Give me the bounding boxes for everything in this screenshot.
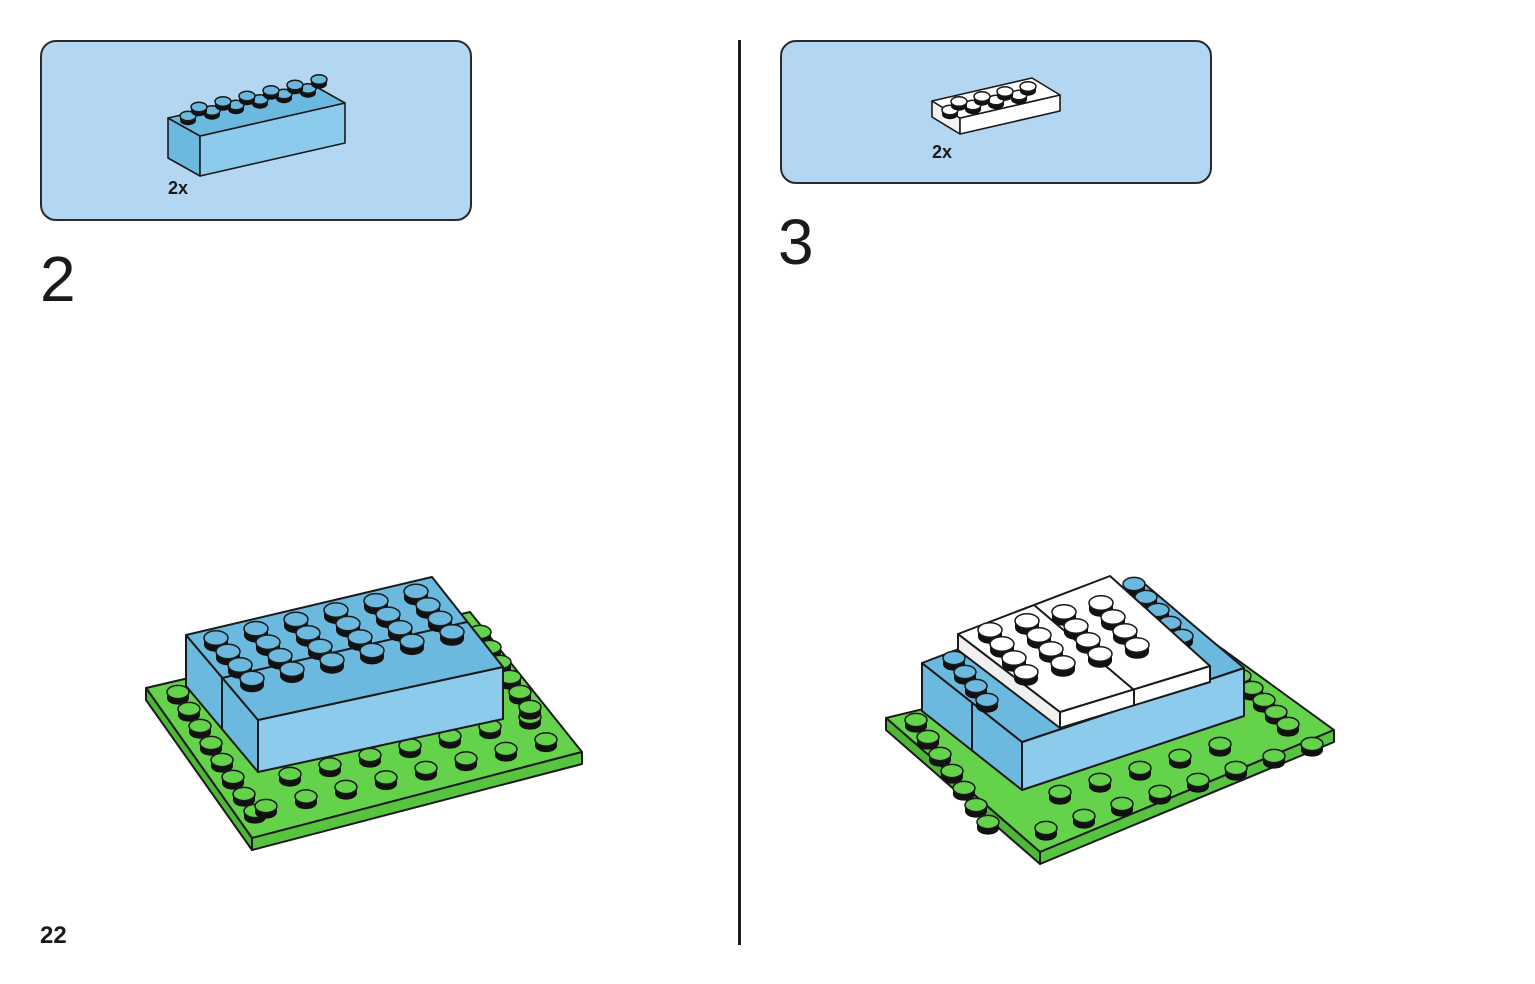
stud xyxy=(232,786,256,807)
page-divider xyxy=(738,40,741,945)
stud xyxy=(1252,692,1276,713)
stud xyxy=(1186,772,1210,793)
stud xyxy=(166,684,190,705)
stud xyxy=(950,95,968,111)
step-number: 3 xyxy=(778,206,814,278)
stud xyxy=(374,770,398,791)
stud xyxy=(286,79,304,95)
stud xyxy=(267,647,293,670)
stud xyxy=(1110,796,1134,817)
stud xyxy=(1124,637,1150,659)
stud xyxy=(454,751,478,772)
stud xyxy=(518,699,542,720)
stud xyxy=(916,729,940,750)
stud xyxy=(334,779,358,800)
stud xyxy=(177,701,201,722)
stud xyxy=(427,610,453,633)
step-number: 2 xyxy=(40,243,76,315)
stud xyxy=(254,798,278,819)
stud xyxy=(1019,80,1037,96)
stud xyxy=(1087,646,1113,668)
stud xyxy=(494,741,518,762)
stud xyxy=(976,814,1000,835)
stud xyxy=(415,597,441,619)
stud xyxy=(1276,716,1300,737)
part-quantity: 2x xyxy=(168,178,189,198)
stud xyxy=(1001,650,1027,672)
stud xyxy=(975,692,999,713)
stud xyxy=(1088,772,1112,793)
stud xyxy=(399,633,425,656)
stud xyxy=(989,636,1015,658)
part-quantity: 2x xyxy=(932,142,953,162)
stud xyxy=(294,789,318,810)
stud xyxy=(278,766,302,787)
page-number: 22 xyxy=(40,922,67,949)
stud xyxy=(262,84,280,100)
stud xyxy=(1034,820,1058,841)
stud xyxy=(1051,604,1077,626)
stud xyxy=(1014,613,1040,635)
stud xyxy=(1208,736,1232,757)
stud xyxy=(928,746,952,767)
stud xyxy=(319,651,345,674)
stud xyxy=(318,757,342,778)
stud xyxy=(279,661,305,683)
stud xyxy=(439,624,465,646)
stud xyxy=(996,85,1014,101)
stud xyxy=(210,752,234,773)
stud xyxy=(1224,760,1248,781)
stud xyxy=(214,95,232,111)
stud xyxy=(221,769,245,790)
stud xyxy=(1013,664,1039,686)
stud xyxy=(1100,609,1126,631)
stud xyxy=(199,735,223,756)
stud xyxy=(964,797,988,818)
stud xyxy=(1148,784,1172,805)
stud xyxy=(1300,736,1324,757)
stud xyxy=(973,90,991,106)
stud xyxy=(940,763,964,784)
stud xyxy=(188,718,212,739)
stud xyxy=(283,611,309,634)
stud xyxy=(1128,760,1152,781)
stud xyxy=(952,780,976,801)
stud xyxy=(1072,808,1096,829)
stud xyxy=(358,747,382,768)
stud xyxy=(203,630,229,652)
stud xyxy=(190,101,208,117)
stud xyxy=(1168,748,1192,769)
stud xyxy=(1050,655,1076,677)
stud xyxy=(534,732,558,753)
stud xyxy=(1262,748,1286,769)
stud xyxy=(1048,784,1072,805)
stud xyxy=(904,712,928,733)
stud xyxy=(359,642,385,665)
stud xyxy=(238,90,256,106)
stud xyxy=(239,670,265,693)
stud xyxy=(310,73,328,89)
stud xyxy=(414,760,438,781)
